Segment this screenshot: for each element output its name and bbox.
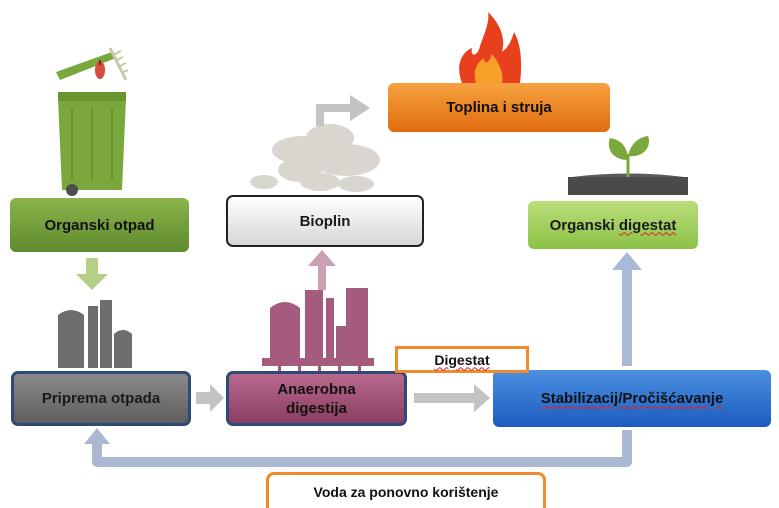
stabilizacija-part2: Pročišćavanje — [622, 390, 724, 407]
purple-factory-icon — [262, 288, 374, 371]
gray-factory-icon — [58, 300, 132, 368]
arrow-anaerobna-to-stabilizacija — [414, 384, 490, 412]
smoke-cloud-icon — [250, 124, 380, 192]
stabilizacija-part1: Stabilizacij/ — [540, 390, 623, 407]
anaerobna-line1: Anaerobna — [277, 380, 356, 398]
flame-icon — [459, 12, 522, 83]
arrow-organski-to-priprema — [76, 258, 108, 290]
arrow-recycle-water — [84, 428, 632, 467]
sprout-icon — [568, 136, 688, 195]
green-bin-icon — [56, 47, 129, 196]
arrow-priprema-to-anaerobna — [196, 384, 224, 412]
arrow-smoke-to-toplina — [316, 95, 370, 126]
node-toplina-i-struja: Toplina i struja — [388, 83, 610, 132]
node-anaerobna-digestija: Anaerobna digestija — [226, 371, 407, 426]
node-organski-otpad: Organski otpad — [10, 198, 189, 252]
anaerobna-line2: digestija — [286, 399, 347, 417]
arrow-stabilizacija-to-digestat — [612, 252, 642, 366]
node-organski-digestat: Organski digestat — [528, 201, 698, 249]
label-voda-za-ponovno-koristenje: Voda za ponovno korištenje — [266, 472, 546, 508]
arrow-anaerobna-to-bioplin — [308, 250, 336, 290]
label-digestat: Digestat — [395, 346, 529, 373]
digestat-word1: Organski — [549, 216, 615, 234]
node-priprema-otpada: Priprema otpada — [11, 371, 191, 426]
node-stabilizacija-prociscavanje: Stabilizacij/Pročišćavanje — [493, 370, 771, 427]
digestat-word2: digestat — [618, 216, 677, 234]
node-bioplin: Bioplin — [226, 195, 424, 247]
